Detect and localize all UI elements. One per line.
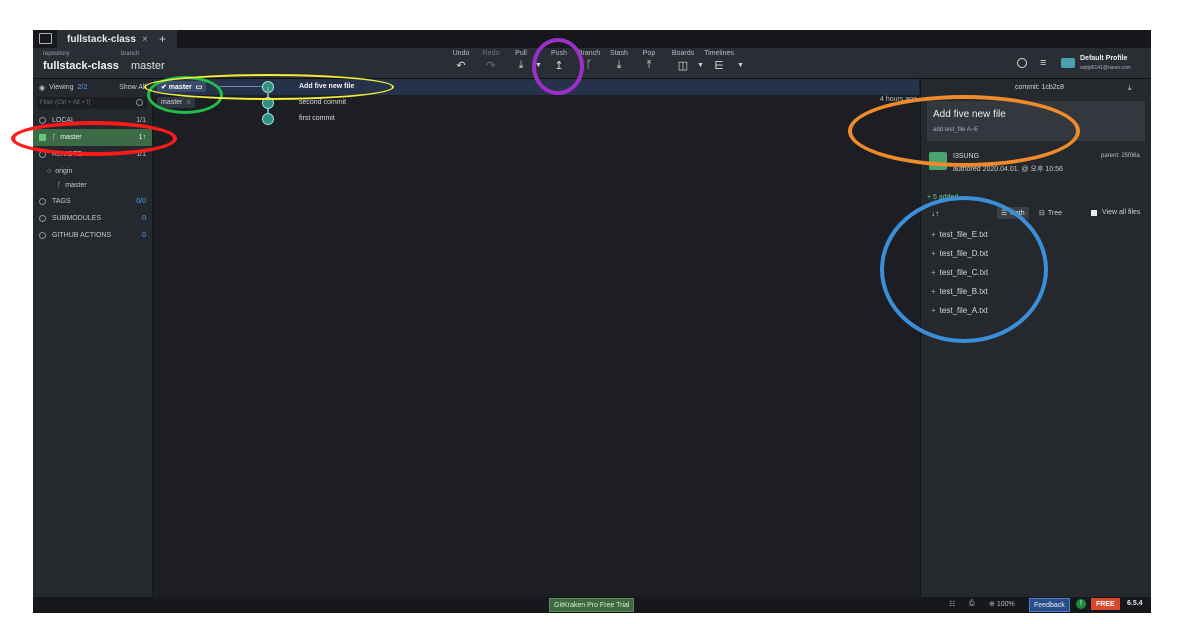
remote-branch-master[interactable]: ᚴ master	[57, 182, 87, 189]
annotation-red-ellipse	[11, 121, 177, 156]
show-all-button[interactable]: Show All	[119, 84, 146, 91]
folder-icon[interactable]	[39, 33, 52, 44]
version-label: 6.5.4	[1127, 600, 1143, 607]
repo-selector[interactable]: fullstack-class	[43, 60, 119, 72]
redo-icon: ↷	[486, 60, 496, 72]
actions-icon	[39, 232, 46, 239]
commit-time-ago: 4 hours ago	[880, 96, 917, 103]
download-icon[interactable]: ⤓	[1128, 83, 1132, 92]
commit-graph: ✔ master ▭ Add five new file master ○ se…	[153, 79, 919, 597]
tab-title: fullstack-class	[67, 33, 136, 45]
pull-icon: ⤓	[518, 59, 524, 71]
undo-icon: ↶	[456, 60, 466, 72]
menu-icon[interactable]: ≡	[1040, 57, 1047, 69]
timelines-dropdown-caret-icon[interactable]: ▼	[737, 62, 744, 69]
stash-icon: ⤓	[616, 59, 622, 71]
profile-email: wptjd6141@naver.com	[1080, 65, 1131, 71]
parent-commit[interactable]: parent: 25f06a	[1101, 153, 1140, 159]
profile-name[interactable]: Default Profile	[1080, 55, 1128, 62]
undo-button[interactable]: Undo ↶	[445, 50, 477, 72]
notification-icon[interactable]: !	[1076, 599, 1086, 609]
zoom-icon: ⊕	[989, 601, 995, 608]
commit-id[interactable]: commit: 1cb2c8	[1015, 84, 1065, 91]
checkbox-icon[interactable]	[1091, 209, 1097, 216]
annotation-orange-ellipse	[848, 95, 1080, 167]
new-tab-button[interactable]: +	[159, 32, 167, 46]
branch-label: branch	[121, 51, 140, 57]
author-date: authored 2020.04.01. @ 오후 10:56	[953, 166, 1063, 173]
pop-icon: ⤒	[646, 59, 652, 71]
repo-label: repository	[43, 51, 70, 57]
pop-button[interactable]: Pop ⤒	[633, 50, 665, 72]
viewing-count: 2/2	[77, 84, 88, 91]
timelines-button[interactable]: Timelines ⋿	[704, 50, 734, 72]
tree-view-button[interactable]: ⊟ Tree	[1039, 209, 1063, 218]
remote-origin[interactable]: ○ origin	[47, 168, 73, 175]
boards-dropdown-caret-icon[interactable]: ▼	[697, 62, 704, 69]
commit-row[interactable]: first commit	[153, 111, 919, 127]
viewing-row: ◉ Viewing 2/2 Show All	[39, 84, 146, 92]
filter-input[interactable]: Filter (Ctrl + Alt + f)	[37, 97, 147, 109]
submodule-icon	[39, 215, 46, 222]
profile-avatar-icon[interactable]	[1061, 58, 1075, 68]
tab-close-icon[interactable]: ×	[141, 33, 148, 45]
left-panel: ◉ Viewing 2/2 Show All Filter (Ctrl + Al…	[33, 79, 153, 597]
pro-trial-button[interactable]: GitKraken Pro Free Trial	[549, 598, 635, 612]
commit-avatar-icon	[262, 113, 274, 125]
eye-icon: ◉	[39, 84, 46, 92]
view-all-files-checkbox[interactable]: View all files	[1091, 209, 1140, 216]
status-bar: GitKraken Pro Free Trial ☷ ⎙ ⊕ 100% Feed…	[33, 597, 1151, 613]
tags-section-header[interactable]: TAGS 0/0	[33, 193, 152, 210]
stash-button[interactable]: Stash ⤓	[603, 50, 635, 72]
commit-message: first commit	[299, 115, 335, 122]
annotation-purple-ellipse	[532, 38, 584, 95]
submodules-section-header[interactable]: SUBMODULES 0	[33, 210, 152, 227]
tree-icon: ⊟	[1039, 210, 1045, 217]
branch-selector[interactable]: master	[131, 60, 165, 72]
tag-icon	[39, 198, 46, 205]
commit-message: second commit	[299, 99, 347, 106]
annotation-blue-ellipse	[880, 196, 1048, 343]
layout-icon[interactable]: ☷	[949, 601, 956, 608]
search-icon[interactable]	[1017, 58, 1027, 68]
timelines-icon: ⋿	[714, 60, 724, 72]
boards-button[interactable]: Boards ◫	[667, 50, 699, 72]
feedback-button[interactable]: Feedback	[1029, 598, 1070, 612]
laptop-icon	[39, 117, 46, 124]
print-icon[interactable]: ⎙	[969, 600, 975, 607]
branch-icon: ᚴ	[57, 182, 62, 189]
annotation-yellow-ellipse	[144, 74, 394, 100]
github-icon: ○	[47, 168, 52, 175]
local-section-header[interactable]: LOCAL 1/1	[33, 112, 152, 129]
repo-tab[interactable]: fullstack-class ×	[57, 30, 177, 48]
redo-button[interactable]: Redo ↷	[475, 50, 507, 72]
branch-button[interactable]: Branch ᚴ	[573, 50, 605, 71]
filter-search-icon	[136, 99, 143, 106]
pull-button[interactable]: Pull ⤓	[505, 50, 537, 72]
boards-icon: ◫	[677, 60, 689, 72]
title-bar: fullstack-class × +	[33, 30, 1151, 48]
branch-icon: ᚴ	[585, 59, 593, 71]
free-badge[interactable]: FREE	[1091, 598, 1120, 610]
github-actions-section-header[interactable]: GITHUB ACTIONS 0	[33, 227, 152, 244]
zoom-indicator[interactable]: ⊕ 100%	[989, 601, 1015, 608]
toolbar: repository fullstack-class branch master…	[33, 48, 1151, 79]
